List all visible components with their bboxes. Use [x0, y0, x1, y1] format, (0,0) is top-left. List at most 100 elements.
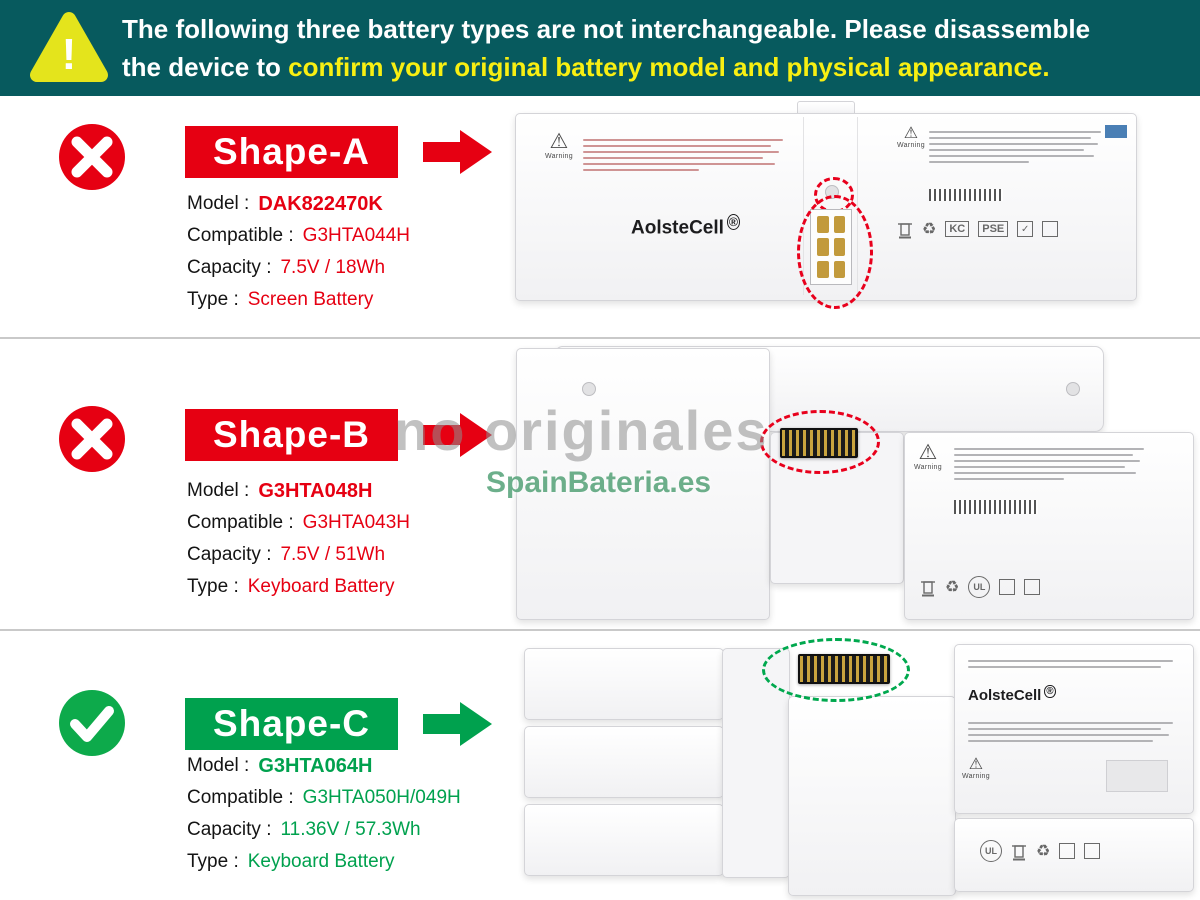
- warning-label-text: Warning: [545, 153, 573, 160]
- cert-chip: [1105, 125, 1127, 138]
- battery-photo-shape-a: ⚠ Warning AolsteCell® ⚠ Warning ♻ KC PSE: [505, 97, 1153, 313]
- section-divider: [0, 337, 1200, 339]
- spec-label: Model :: [187, 193, 250, 214]
- warning-label-icon: ⚠ Warning: [914, 441, 942, 472]
- label-text-lines: [968, 718, 1173, 746]
- arrow-right-icon: [423, 130, 492, 174]
- li-ion-mark: [1042, 221, 1059, 237]
- spec-label: Capacity :: [187, 257, 272, 278]
- header-line2-prefix: the device to: [122, 52, 289, 82]
- recycle-icon: ♻: [922, 221, 937, 238]
- reject-icon: [59, 124, 125, 190]
- spec-value: G3HTA048H: [258, 479, 373, 502]
- spec-value: G3HTA064H: [258, 754, 373, 777]
- spec-row-model: Model : G3HTA064H: [187, 750, 517, 782]
- arrow-right-icon: [423, 702, 492, 746]
- spec-row-model: Model : G3HTA048H: [187, 475, 517, 507]
- spec-label: Type :: [187, 289, 239, 310]
- crossed-bin-icon: [898, 223, 912, 239]
- spec-row-compatible: Compatible : G3HTA044H: [187, 220, 517, 252]
- recycle-icon: ♻: [1036, 843, 1051, 860]
- arrow-right-icon: [423, 413, 492, 457]
- battery-center-cell: [788, 696, 956, 896]
- spec-row-compatible: Compatible : G3HTA050H/049H: [187, 782, 517, 814]
- battery-seam: [803, 117, 804, 295]
- spec-label: Model :: [187, 755, 250, 776]
- brand-text: AolsteCell®: [631, 214, 741, 239]
- warning-triangle-icon: ⚠: [549, 130, 569, 153]
- spec-row-capacity: Capacity : 7.5V / 18Wh: [187, 252, 517, 284]
- warning-triangle-icon: ⚠: [903, 125, 919, 142]
- spec-row-capacity: Capacity : 7.5V / 51Wh: [187, 539, 517, 571]
- spec-label: Model :: [187, 480, 250, 501]
- svg-text:!: !: [62, 30, 77, 79]
- spec-value: G3HTA044H: [302, 225, 411, 246]
- warning-triangle-icon: ⚠: [918, 441, 938, 464]
- header-line2: the device to confirm your original batt…: [122, 52, 1050, 83]
- battery-right-cell: [904, 432, 1194, 620]
- warning-banner: ! The following three battery types are …: [0, 0, 1200, 96]
- highlight-ellipse: [760, 410, 880, 474]
- cert-box-icon: [1059, 843, 1076, 859]
- shape-c-specs: Model : G3HTA064H Compatible : G3HTA050H…: [187, 750, 517, 878]
- spec-value: Keyboard Battery: [247, 576, 395, 597]
- shape-b-specs: Model : G3HTA048H Compatible : G3HTA043H…: [187, 475, 517, 603]
- spec-label: Capacity :: [187, 544, 272, 565]
- reject-icon: [59, 406, 125, 472]
- label-text-lines: [968, 656, 1173, 672]
- cert-box-icon: [1024, 579, 1041, 595]
- spec-row-compatible: Compatible : G3HTA043H: [187, 507, 517, 539]
- crossed-bin-icon: [921, 581, 935, 597]
- spec-row-model: Model : DAK822470K: [187, 188, 517, 220]
- certification-icons: ♻ UL: [920, 576, 1041, 598]
- certification-icons: ♻ KC PSE ✓: [897, 219, 1059, 239]
- spec-row-type: Type : Screen Battery: [187, 284, 517, 316]
- spec-value: DAK822470K: [258, 192, 383, 215]
- cert-box-icon: [999, 579, 1016, 595]
- certification-icons: UL ♻: [980, 840, 1101, 862]
- spec-value: G3HTA043H: [302, 512, 411, 533]
- spec-row-capacity: Capacity : 11.36V / 57.3Wh: [187, 814, 517, 846]
- battery-cell: [524, 804, 724, 876]
- header-line1: The following three battery types are no…: [122, 14, 1091, 44]
- battery-left-cell: [516, 348, 770, 620]
- spec-label: Compatible :: [187, 225, 294, 246]
- warning-label-icon: ⚠ Warning: [897, 125, 925, 149]
- check-box-icon: ✓: [1017, 221, 1034, 237]
- barcode: [954, 500, 1038, 514]
- pse-mark: PSE: [978, 221, 1009, 237]
- spec-row-type: Type : Keyboard Battery: [187, 846, 517, 878]
- recycle-icon: ♻: [945, 579, 960, 596]
- watermark-text: no originales: [394, 399, 769, 462]
- approve-icon: [59, 690, 125, 756]
- label-text-lines: [954, 444, 1144, 484]
- watermark-site: SpainBateria.es: [486, 466, 712, 499]
- highlight-ellipse: [762, 638, 910, 702]
- shape-b-banner: Shape-B: [185, 409, 398, 461]
- header-line2-highlight: confirm your original battery model and …: [288, 52, 1050, 82]
- warning-label-text: Warning: [914, 464, 942, 471]
- ul-icon: UL: [968, 576, 991, 598]
- crossed-bin-icon: [1012, 845, 1026, 861]
- warning-label-icon: ⚠ Warning: [545, 130, 573, 161]
- brand-text: AolsteCell®: [968, 685, 1056, 704]
- highlight-ellipse: [797, 195, 873, 309]
- shape-a-specs: Model : DAK822470K Compatible : G3HTA044…: [187, 188, 517, 316]
- ul-icon: UL: [980, 840, 1002, 862]
- label-text-lines: [583, 135, 783, 175]
- battery-cell: [524, 726, 724, 798]
- battery-photo-shape-b: ⚠ Warning ♻ UL: [510, 340, 1200, 626]
- spec-label: Compatible :: [187, 787, 294, 808]
- warning-triangle-icon: ⚠: [968, 756, 984, 773]
- spec-value: 7.5V / 51Wh: [280, 544, 386, 565]
- warning-label-icon: ⚠ Warning: [962, 756, 990, 780]
- screw-hole: [1066, 382, 1080, 396]
- barcode: [929, 189, 1003, 201]
- label-text-lines: [929, 127, 1101, 167]
- shape-c-banner: Shape-C: [185, 698, 398, 750]
- section-divider: [0, 629, 1200, 631]
- spec-label: Capacity :: [187, 819, 272, 840]
- spec-value: 7.5V / 18Wh: [280, 257, 386, 278]
- shape-a-banner: Shape-A: [185, 126, 398, 178]
